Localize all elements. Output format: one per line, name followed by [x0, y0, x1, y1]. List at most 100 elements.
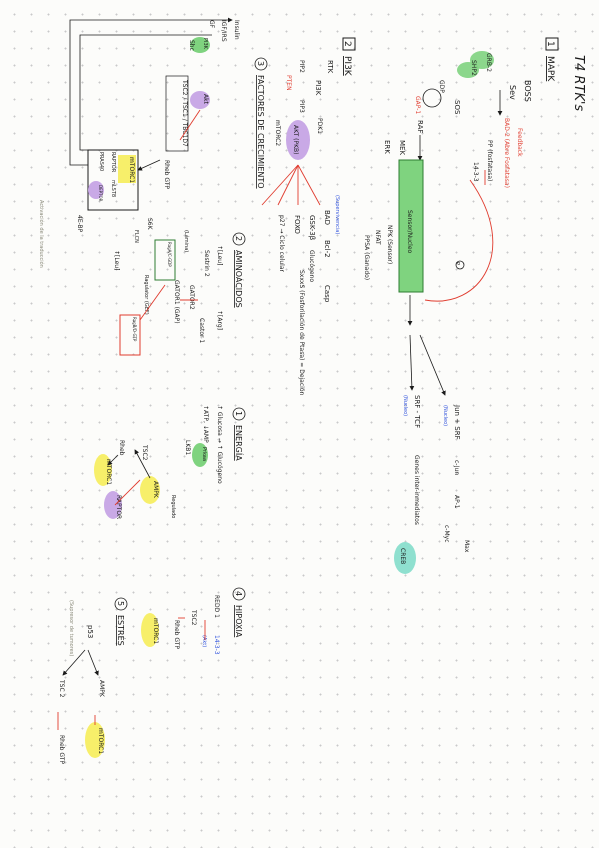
creb-blob — [394, 542, 416, 574]
pi3k-mtorc2: mTORC2 — [274, 120, 281, 146]
pi3k-pdk1: PDK1 — [316, 118, 323, 134]
nuclear-target-2: NFAT — [374, 230, 381, 245]
ras-cycle — [422, 88, 442, 108]
shp2-blob — [457, 62, 479, 78]
node-srf-loc: (Nucleo) — [402, 395, 408, 416]
node-shp2: SHP2 — [470, 60, 477, 76]
node-fosfatasa: PP (fosfatasa) — [486, 140, 493, 181]
pi3k-rtk: RTK — [326, 60, 334, 74]
section-energia: 1 ENERGÍA ↑ Glucosa → ↑ Glucógeno ↑ATP, … — [94, 405, 246, 519]
node-jun-srf-loc: (Nucleo) — [442, 405, 448, 426]
pi3k-bad: BAD — [323, 210, 331, 225]
st-ampk: AMPK — [98, 680, 105, 698]
gf-tsc-box — [165, 75, 189, 152]
section-mapk: 1 MAPK BOSS Sev GRB-2 SHP2 SOS GDP GAP-1… — [363, 37, 559, 574]
node-gap1: GAP-1 — [414, 96, 421, 114]
aa-ragulator: Ragulator (GEF) — [143, 275, 149, 315]
node-genes: Genes inter-inmediatos — [413, 455, 420, 525]
pi3k-bcl2: Bcl-2 — [323, 240, 331, 258]
pi3k-gsk: GSK-3β — [308, 215, 316, 240]
gf-raptor: RAPTOR — [110, 152, 116, 173]
section-5-number: 5 — [116, 601, 125, 606]
aa-rag-gdp: RagA/C-GDP — [167, 242, 172, 267]
node-ap1: AP-1 — [453, 495, 460, 509]
pi3k-gsk-note: Glucógeno — [308, 250, 315, 282]
nuclear-target-1: NPK (Sensor) — [386, 225, 393, 264]
section-estres: 5 ESTRÉS p53 (Supresor de tumores) AMPK … — [57, 597, 128, 764]
grb2-blob — [470, 51, 494, 69]
nucleus-bar — [398, 159, 424, 293]
node-creb: CREB — [399, 548, 406, 564]
en-glucose: ↑ Glucosa → ↑ Glucógeno — [216, 405, 223, 484]
gf-akt-blob — [190, 91, 210, 109]
st-p53: p53 — [86, 625, 94, 638]
gf-mtorc1-box — [87, 149, 139, 211]
section-2b-label: AMINOÁCIDOS — [234, 250, 245, 308]
pi3k-pip3: PIP3 — [298, 100, 305, 113]
node-inhibitor: BAD-2 (Abre Fosfatasa) — [503, 118, 510, 188]
st-rheb: Rheb GTP — [58, 735, 65, 764]
gf-insulin: Insulin — [233, 20, 240, 40]
aa-lamina: (Lámina) — [183, 230, 190, 252]
en-ampk: AMPK — [152, 481, 159, 499]
node-14-3-3: 14-3-3 — [472, 162, 479, 182]
gf-gf: GF — [208, 20, 215, 29]
gf-s6k: S6K — [146, 218, 153, 231]
section-pi3k-label: PI3K — [342, 56, 352, 77]
aa-flcn: FLCN — [133, 230, 139, 243]
en-lkb1: LKB1 — [184, 440, 191, 455]
gf-pras: PRAS40 — [98, 152, 104, 171]
hx-rheb: Rheb GTP — [173, 620, 180, 649]
aa-rag-box-1 — [154, 239, 176, 281]
node-c-myc: c-Myc — [443, 525, 450, 543]
en-prkaa-blob — [192, 443, 208, 467]
page-title: T4 RTK's — [571, 55, 586, 111]
section-mapk-label: MAPK — [545, 56, 555, 82]
gf-akt: Akt — [202, 94, 209, 105]
section-aminoacids: 2 AMINOÁCIDOS ↑[Leu] ↑[Arg] Sestrin 2 Ca… — [113, 230, 246, 356]
aa-gator1: GATOR1 (GAP) — [173, 280, 180, 324]
pi3k-foxo: FOXO — [293, 215, 301, 234]
gf-pi3k: PI3K — [202, 38, 208, 50]
hx-mtorc1-blob — [141, 613, 159, 647]
aa-arg: ↑[Arg] — [216, 310, 223, 330]
st-mtorc1-blob — [85, 722, 105, 758]
section-1b-label: ENERGÍA — [234, 425, 245, 461]
pi3k-node: PI3K — [314, 80, 322, 96]
gf-irs: IGF/IRS — [220, 20, 227, 42]
st-mtorc1: mTORC1 — [97, 728, 104, 754]
en-atp-amp: ↑ATP, ↓AMP — [202, 405, 209, 443]
gf-mlst8: mLST8 — [110, 180, 116, 197]
pi3k-pten: PTEN — [285, 75, 292, 91]
en-rheb: Rheb — [118, 440, 125, 456]
section-pi3k: 2 PI3K RTK PI3K PIP2 PIP3 PTEN PDK1 AKT … — [261, 37, 356, 395]
pi3k-casp: Casp — [323, 285, 331, 303]
hx-redd: REDD 1 — [213, 595, 220, 618]
pi3k-apoptosis-note: SxxxS (Fosforilación de Ptasa) = Dejació… — [298, 270, 305, 395]
node-max: Max — [463, 540, 470, 553]
section-2b-number: 2 — [234, 236, 243, 241]
aa-rag-box-2 — [119, 314, 141, 356]
gf-pi3k-blob — [190, 37, 210, 53]
gf-tsc: TSC2 / TSC1 / TBC1D7 — [181, 79, 188, 147]
hx-tsc2: TSC2 — [190, 609, 197, 626]
en-mtorc1: mTORC1 — [105, 459, 112, 485]
en-tsc2: TSC2 — [141, 444, 148, 461]
node-p: P — [454, 262, 460, 265]
section-4-number: 4 — [234, 591, 243, 596]
nucleus-bar-label: Sensor/Nucleo — [406, 210, 413, 254]
node-feedback: Feedback — [516, 128, 523, 157]
gf-shc: Shc — [188, 40, 195, 51]
gf-rheb: Rheb GTP — [163, 160, 170, 189]
en-regulado: Regulado — [170, 495, 176, 518]
pi3k-p27: p27 → Ciclo celular — [278, 215, 285, 272]
node-raf: RAF — [416, 120, 424, 133]
en-raptor-blob — [104, 491, 122, 519]
akt-blob — [286, 120, 310, 160]
pi3k-pip2: PIP2 — [298, 60, 305, 73]
pi3k-survival: (Supervivencia) — [334, 195, 340, 234]
st-tsc2: TSC 2 — [58, 679, 65, 698]
section-growth-factors: 3 FACTORES DE CRECIMIENTO Insulin IGF/IR… — [38, 17, 268, 268]
gf-translation-note: Activación de la traducción — [38, 200, 45, 268]
